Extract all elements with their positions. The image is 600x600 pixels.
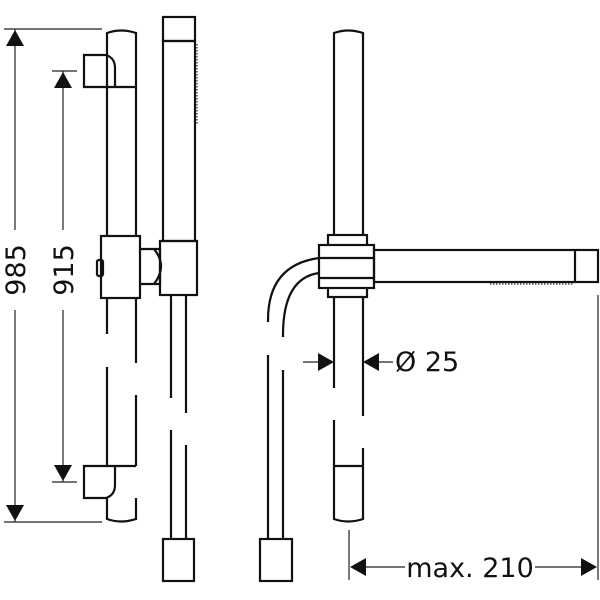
side-slider — [317, 233, 376, 299]
side-hose — [258, 256, 320, 583]
side-rail — [332, 29, 365, 523]
rail — [105, 29, 138, 523]
front-view: 985 915 — [1, 15, 199, 583]
dimension-label-diameter: Ø 25 — [395, 347, 459, 378]
dimension-label-max-210: max. 210 — [406, 553, 534, 584]
slider — [95, 234, 163, 300]
bottom-wall-bracket — [82, 464, 136, 500]
top-wall-bracket — [82, 53, 136, 89]
dimension-915: 915 — [49, 70, 80, 483]
dimension-label-985: 985 — [1, 244, 32, 296]
side-hand-shower — [372, 248, 600, 285]
dimension-label-915: 915 — [49, 244, 80, 296]
hose — [161, 295, 196, 583]
dimension-985: 985 — [1, 28, 102, 523]
dimension-diameter: Ø 25 — [303, 347, 459, 378]
side-view: Ø 25 max. 210 — [258, 29, 600, 584]
dimension-max-210: max. 210 — [348, 295, 599, 584]
hand-shower — [158, 15, 199, 297]
